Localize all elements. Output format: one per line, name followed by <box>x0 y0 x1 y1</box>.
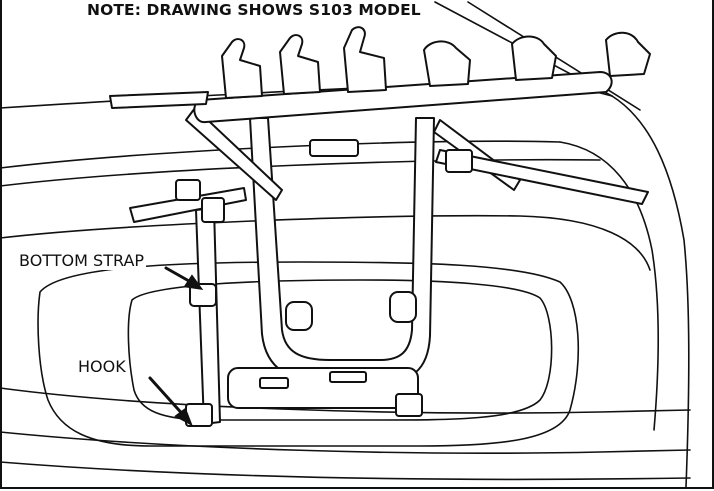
car-side-contour <box>611 95 690 488</box>
bottom-strap <box>195 207 221 425</box>
hook-right <box>395 393 423 417</box>
car-trunk-line-2 <box>0 158 601 187</box>
top-strap <box>109 91 209 109</box>
note-text: NOTE: DRAWING SHOWS S103 MODEL <box>87 1 421 19</box>
rack-arm-tube <box>193 71 613 124</box>
bottom-strap-label: BOTTOM STRAP <box>17 251 147 270</box>
bumper-lower <box>0 461 691 481</box>
car-shoulder <box>559 141 660 431</box>
bumper-top <box>0 387 691 414</box>
side-strap-left <box>129 187 247 223</box>
rack-top-pad <box>309 139 359 157</box>
cradle-6 <box>605 31 651 77</box>
rack-foot-pad-left <box>259 377 289 389</box>
rack-leg-left <box>249 117 435 383</box>
strap-buckle-right <box>445 149 473 173</box>
cradle-3 <box>343 26 387 93</box>
car-crease <box>0 214 651 271</box>
bumper-bottom <box>0 431 691 454</box>
cradle-4 <box>423 40 471 87</box>
hook-label: HOOK <box>76 357 128 376</box>
cradle-1 <box>221 38 263 99</box>
strap-buckle-left <box>175 179 201 201</box>
knob-left <box>285 301 313 331</box>
hook-arrowhead <box>174 407 193 427</box>
car-trunk-line <box>0 140 561 169</box>
plate-recess-inner <box>127 279 553 421</box>
rack-foot-bar <box>227 367 419 409</box>
cradle-2 <box>279 34 321 95</box>
rack-foot-pad-right <box>329 371 367 383</box>
hook-leader <box>148 376 188 420</box>
knob-right <box>389 291 417 323</box>
bottom-strap-adjuster <box>189 283 217 307</box>
bottom-strap-arrowhead <box>183 274 204 290</box>
side-strap-right <box>435 149 649 205</box>
rack-strut-left <box>185 107 283 201</box>
bottom-strap-buckle <box>201 197 225 223</box>
plate-recess-outer <box>37 261 580 447</box>
cradle-5 <box>511 35 557 81</box>
cradle-group <box>221 26 651 99</box>
